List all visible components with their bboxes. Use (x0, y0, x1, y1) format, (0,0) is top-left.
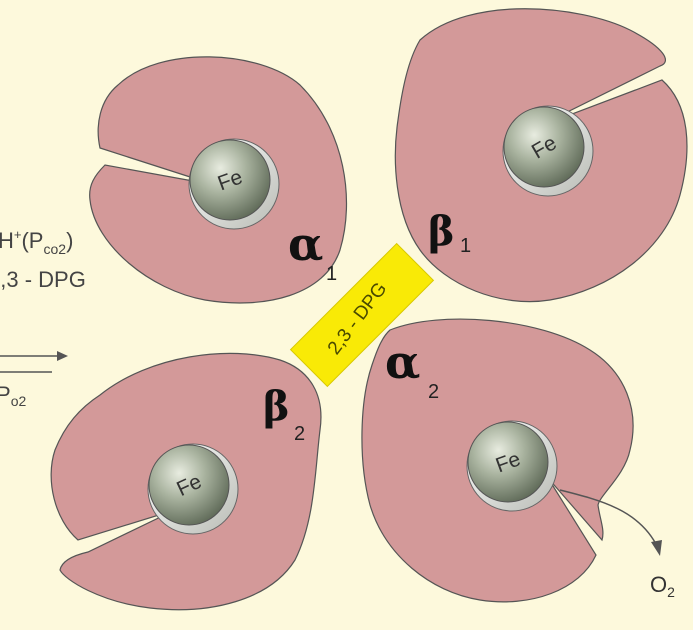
oxygen-label: O2 (650, 572, 675, 600)
equilibrium-arrows (0, 351, 68, 372)
heme-alpha1: Fe (189, 139, 279, 229)
alpha1-index: 1 (326, 263, 337, 285)
subunit-beta1: Fe β 1 (395, 9, 687, 302)
alpha2-index: 2 (428, 381, 439, 403)
subunit-alpha1: Fe α 1 (90, 57, 347, 303)
beta1-symbol: β (428, 208, 455, 255)
left-labels: H+(Pco2) 2,3 - DPG Po2 (0, 227, 86, 409)
heme-beta2: Fe (148, 444, 238, 534)
beta1-index: 1 (460, 235, 471, 257)
subunit-beta2: Fe β 2 (51, 353, 321, 609)
heme-beta1: Fe (503, 106, 593, 196)
subunit-alpha2: Fe α 2 O2 (362, 319, 675, 602)
beta2-symbol: β (263, 383, 290, 430)
left-label-line2: 2,3 - DPG (0, 267, 86, 292)
beta2-index: 2 (294, 423, 305, 445)
alpha1-symbol: α (288, 217, 323, 271)
heme-alpha2: Fe (467, 421, 557, 511)
left-label-line3: Po2 (0, 382, 26, 409)
left-label-line1: H+(Pco2) (0, 227, 73, 257)
alpha2-symbol: α (385, 335, 420, 389)
